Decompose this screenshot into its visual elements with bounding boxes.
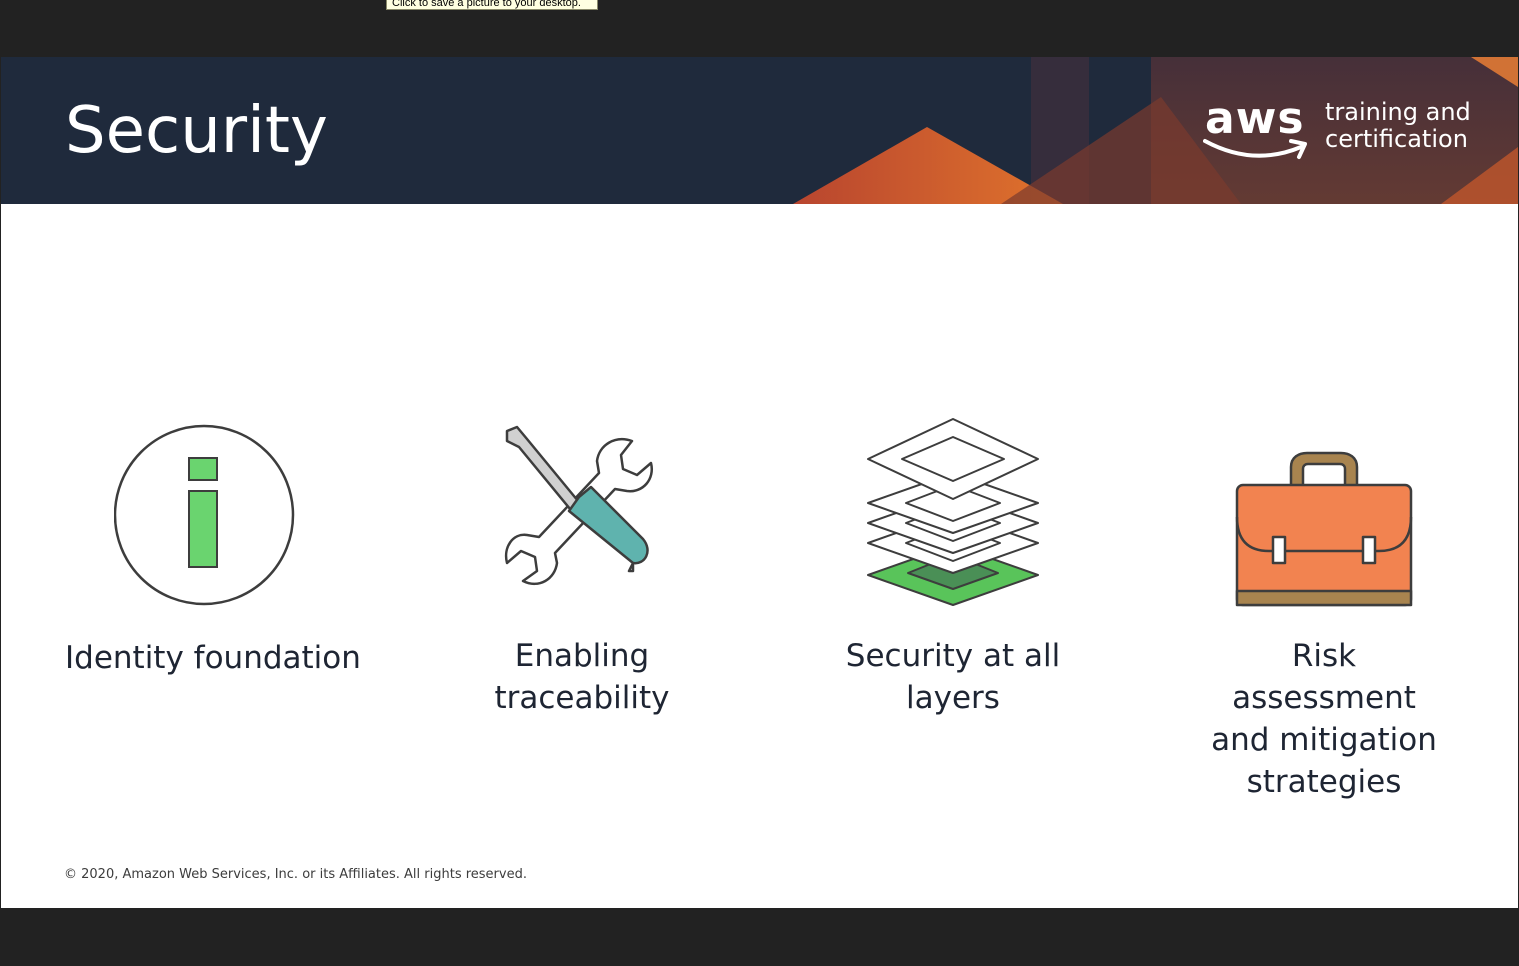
- aws-smile-icon: [1203, 139, 1307, 159]
- aws-wordmark: aws: [1205, 93, 1305, 144]
- header-decoration: [793, 57, 1518, 204]
- slide-title: Security: [65, 94, 328, 168]
- item-risk-assessment: Risk assessment and mitigation strategie…: [1144, 417, 1504, 803]
- tooltip: Click to save a picture to your desktop.: [386, 0, 598, 10]
- slide-header: Security aws training and certification: [1, 57, 1518, 204]
- logo-text-line2: certification: [1325, 125, 1468, 153]
- copyright-notice: © 2020, Amazon Web Services, Inc. or its…: [64, 867, 527, 882]
- tools-icon: [504, 425, 654, 586]
- item-identity-foundation: Identity foundation: [25, 417, 395, 679]
- item-label: Identity foundation: [65, 640, 361, 676]
- info-icon: [114, 424, 295, 606]
- item-security-all-layers: Security at all layers: [773, 417, 1133, 719]
- logo-text: training and certification: [1325, 99, 1471, 153]
- layers-icon: [867, 418, 1039, 606]
- logo-text-line1: training and: [1325, 98, 1471, 126]
- aws-training-logo: aws training and certification: [1203, 93, 1483, 175]
- item-label: Security at all layers: [845, 638, 1061, 716]
- item-enabling-traceability: Enabling traceability: [402, 417, 762, 719]
- slide: Security aws training and certification …: [1, 57, 1518, 908]
- item-label: Enabling traceability: [494, 638, 670, 716]
- item-label: Risk assessment and mitigation strategie…: [1211, 638, 1437, 800]
- briefcase-icon: [1235, 451, 1413, 607]
